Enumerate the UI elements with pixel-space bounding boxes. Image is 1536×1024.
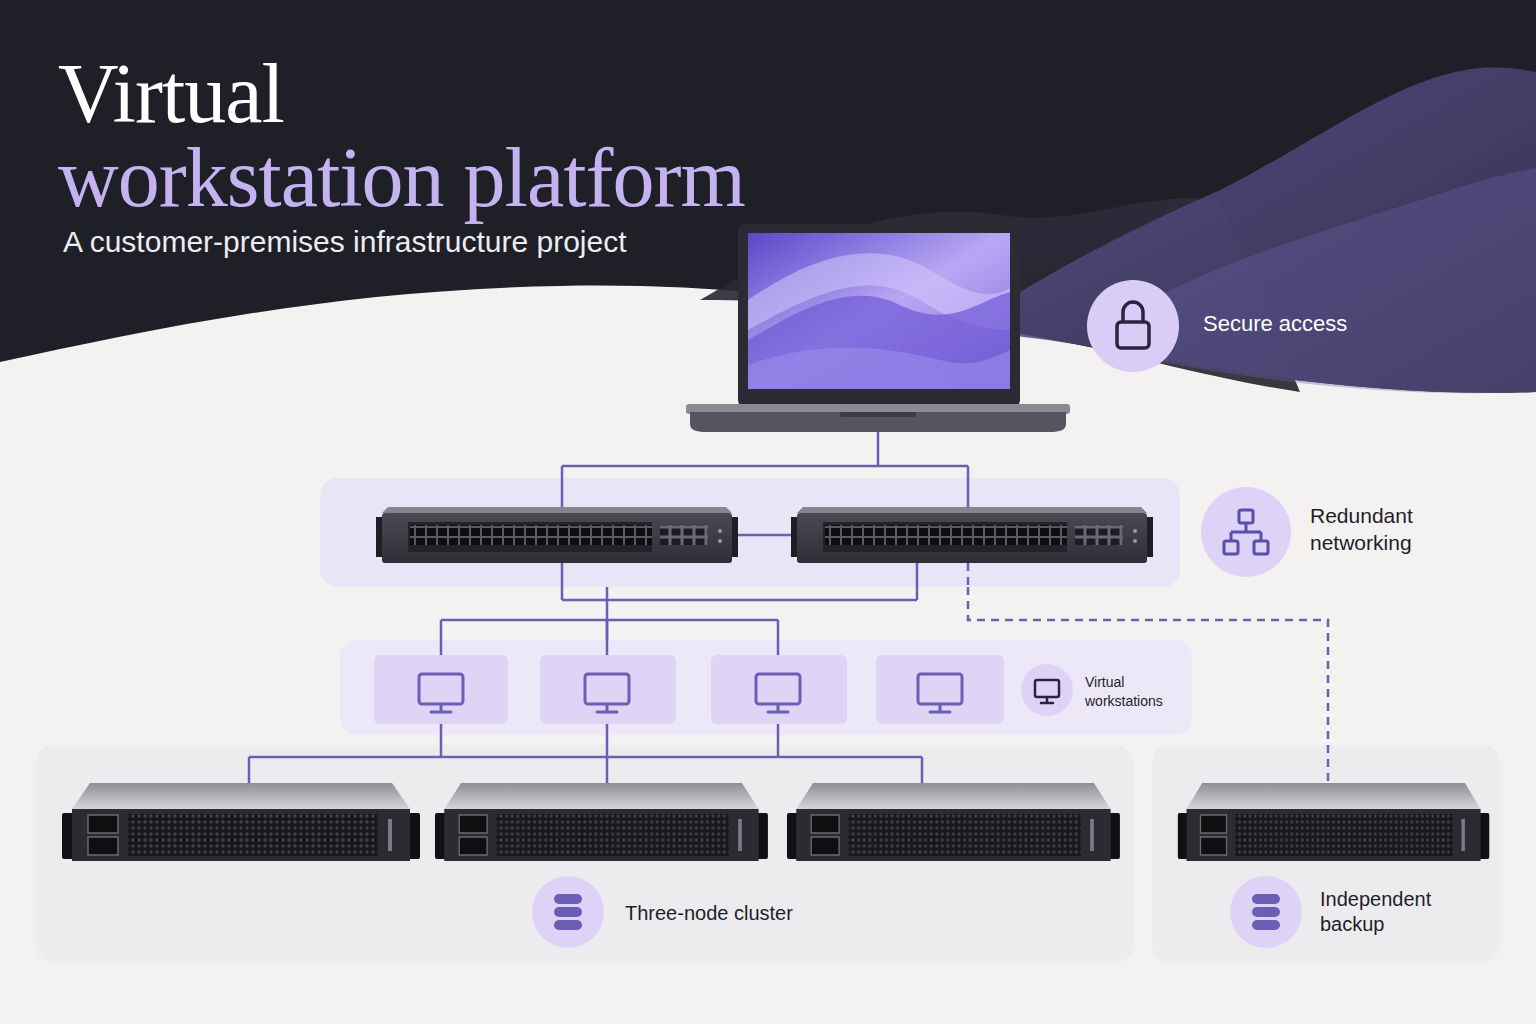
svg-rect <box>540 655 676 724</box>
mountain-front <box>960 68 1536 393</box>
svg-path <box>597 704 617 712</box>
svg-path <box>1123 302 1143 322</box>
svg-rect <box>840 412 916 417</box>
workstation-tiles <box>374 655 1004 724</box>
access-label: Secure access <box>1203 310 1347 338</box>
svg-rect <box>1254 541 1268 554</box>
svg-path <box>968 563 1328 783</box>
svg-rect <box>554 907 582 917</box>
mountain-ridge <box>1150 168 1536 393</box>
label-wrap: Secure access <box>1203 310 1347 338</box>
cluster-server <box>62 783 420 861</box>
svg-rect <box>1252 920 1280 930</box>
node-text: Redundant networking <box>1310 502 1460 556</box>
svg-rect <box>756 674 800 704</box>
svg-circle <box>1230 876 1302 948</box>
svg-circle <box>1087 280 1179 372</box>
svg-rect <box>748 233 1010 389</box>
laptop <box>686 224 1070 432</box>
svg-circle <box>1201 487 1291 577</box>
svg-path <box>748 292 1010 389</box>
svg-path <box>562 432 968 507</box>
svg-path <box>768 704 788 712</box>
cluster-server <box>435 783 768 861</box>
backup-link <box>968 587 1328 745</box>
node-text: Virtual workstations <box>1085 673 1180 711</box>
svg-rect <box>1252 894 1280 904</box>
page-title: Virtual workstation platform <box>58 52 798 220</box>
svg-path <box>732 534 797 537</box>
svg-rect <box>738 224 1020 408</box>
lock-icon <box>1087 280 1179 372</box>
svg-rect <box>918 674 962 704</box>
svg-circle <box>532 876 604 948</box>
dark-header <box>0 0 1536 393</box>
svg-rect <box>876 655 1004 724</box>
title-wrap: Virtual workstation platform <box>58 52 798 220</box>
label-wrap: A customer-premises infrastructure proje… <box>63 224 627 260</box>
network-switch <box>791 507 1153 563</box>
svg-rect <box>585 674 629 704</box>
node-text: Three-node cluster <box>625 900 885 926</box>
svg-rect <box>1117 322 1149 348</box>
svg-rect <box>1252 907 1280 917</box>
svg-path <box>1041 697 1053 703</box>
backup-server <box>1178 783 1489 861</box>
svg-rect <box>374 655 508 724</box>
cluster-server <box>787 783 1120 861</box>
svg-rect <box>419 674 463 704</box>
svg-rect <box>711 655 847 724</box>
network-switch <box>376 507 738 563</box>
node-text: Independent backup <box>1320 887 1460 937</box>
svg-rect <box>1239 510 1253 523</box>
network-icon <box>1201 487 1291 577</box>
wiring <box>249 432 1328 783</box>
database-icon <box>1230 876 1302 948</box>
svg-rect <box>554 920 582 930</box>
svg-rect <box>1035 680 1059 697</box>
svg-rect <box>554 894 582 904</box>
svg-path <box>748 348 1010 390</box>
svg-path <box>431 704 451 712</box>
svg-circle <box>1021 664 1073 716</box>
svg-rect <box>1224 541 1238 554</box>
svg-path <box>930 704 950 712</box>
svg-path <box>562 563 917 600</box>
database-icon <box>532 876 604 948</box>
svg-path <box>690 412 1066 432</box>
monitor-icons <box>419 674 962 712</box>
subtitle-text: A customer-premises infrastructure proje… <box>63 224 627 260</box>
workstation-link <box>606 735 609 745</box>
svg-path <box>249 724 922 783</box>
monitor-badge <box>1021 664 1073 716</box>
svg-path <box>1231 523 1261 541</box>
svg-path <box>441 620 778 655</box>
